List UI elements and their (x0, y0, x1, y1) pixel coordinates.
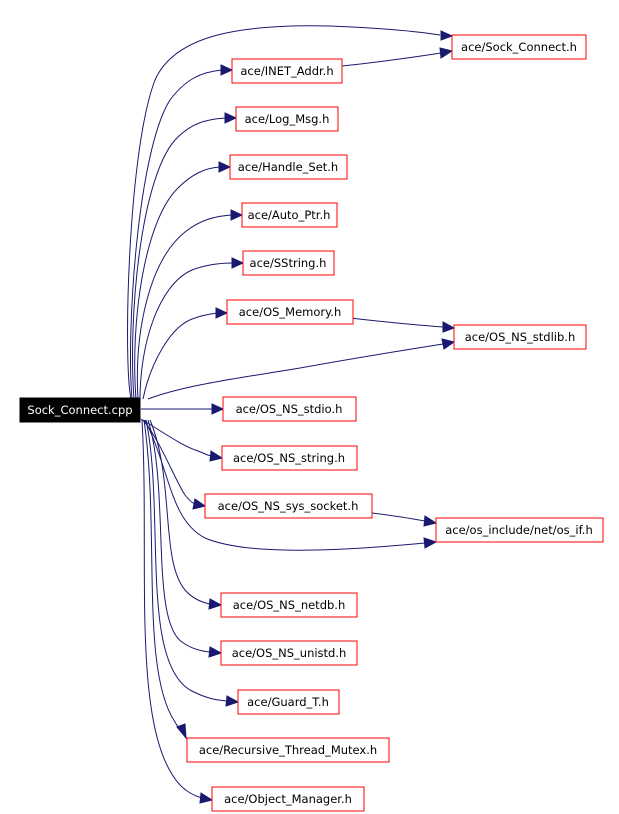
arrowhead (439, 47, 454, 59)
node-label: ace/OS_NS_string.h (233, 451, 345, 465)
edges (127, 25, 456, 804)
arrowhead (225, 695, 240, 707)
root-node[interactable]: Sock_Connect.cpp (19, 397, 141, 423)
node-label: ace/INET_Addr.h (240, 64, 333, 78)
node-sstring-h[interactable]: ace/SString.h (242, 250, 335, 276)
arrowhead (220, 64, 234, 76)
nodes: Sock_Connect.cpp ace/Sock_Connect.h ace/… (19, 34, 604, 812)
edge-root-to-inet-addr (130, 69, 223, 400)
node-os-ns-unistd-h[interactable]: ace/OS_NS_unistd.h (220, 640, 358, 666)
node-os-ns-sys-socket-h[interactable]: ace/OS_NS_sys_socket.h (204, 493, 373, 519)
arrowhead (441, 338, 456, 350)
node-os-if-h[interactable]: ace/os_include/net/os_if.h (435, 517, 604, 543)
arrowhead (224, 112, 238, 124)
edge-root-to-sstring (139, 262, 234, 400)
node-label: ace/OS_NS_unistd.h (232, 646, 347, 660)
edge-root-to-os-ns-stdlib (147, 343, 444, 400)
arrowhead (208, 646, 223, 658)
edge-root-to-sock-connect (127, 25, 441, 400)
node-label: ace/SString.h (250, 256, 327, 270)
node-label: ace/Handle_Set.h (238, 160, 338, 174)
arrowhead (215, 307, 229, 319)
arrowhead (176, 723, 187, 740)
edge-root-to-os-ns-sys-socket (142, 419, 196, 505)
edge-inet-addr-to-sock-connect (341, 52, 442, 67)
node-inet-addr-h[interactable]: ace/INET_Addr.h (231, 58, 343, 84)
node-label: ace/Sock_Connect.h (461, 40, 577, 54)
node-label: ace/os_include/net/os_if.h (445, 523, 593, 537)
node-handle-set-h[interactable]: ace/Handle_Set.h (229, 154, 348, 180)
arrowhead (230, 209, 244, 221)
arrowhead (208, 598, 223, 610)
edge-root-to-auto-ptr (136, 214, 233, 400)
edge-os-ns-sys-socket-to-os-if (371, 512, 426, 522)
arrowhead (209, 450, 224, 462)
node-label: ace/OS_Memory.h (239, 305, 342, 319)
node-object-manager-h[interactable]: ace/Object_Manager.h (211, 786, 365, 812)
arrowhead (442, 321, 456, 333)
node-guard-t-h[interactable]: ace/Guard_T.h (237, 689, 340, 715)
edge-root-to-log-msg (132, 117, 227, 400)
arrowhead (199, 792, 214, 804)
node-os-ns-stdlib-h[interactable]: ace/OS_NS_stdlib.h (453, 324, 587, 350)
node-label: ace/Object_Manager.h (224, 792, 352, 806)
node-os-ns-netdb-h[interactable]: ace/OS_NS_netdb.h (220, 592, 358, 618)
arrowhead (231, 257, 245, 269)
arrowhead (192, 498, 207, 510)
node-label: ace/Log_Msg.h (245, 112, 330, 126)
edge-os-memory-to-os-ns-stdlib (349, 317, 444, 328)
node-label: ace/Auto_Ptr.h (248, 208, 331, 222)
edge-root-to-object-manager (141, 419, 203, 799)
node-os-ns-stdio-h[interactable]: ace/OS_NS_stdio.h (222, 396, 357, 422)
edge-root-to-os-ns-netdb (149, 419, 211, 605)
edge-root-to-os-ns-string (140, 418, 212, 457)
node-auto-ptr-h[interactable]: ace/Auto_Ptr.h (241, 202, 338, 228)
root-node-label: Sock_Connect.cpp (27, 403, 132, 417)
node-label: ace/OS_NS_stdlib.h (465, 330, 576, 344)
node-label: ace/Guard_T.h (247, 695, 329, 709)
node-label: ace/Recursive_Thread_Mutex.h (199, 743, 377, 757)
edge-root-to-handle-set (134, 166, 221, 400)
node-label: ace/OS_NS_sys_socket.h (218, 499, 359, 513)
node-recursive-thread-mutex-h[interactable]: ace/Recursive_Thread_Mutex.h (186, 737, 390, 763)
node-label: ace/OS_NS_stdio.h (236, 402, 343, 416)
node-os-ns-string-h[interactable]: ace/OS_NS_string.h (221, 445, 358, 471)
edge-root-to-os-ns-unistd (147, 419, 211, 653)
node-sock-connect-h[interactable]: ace/Sock_Connect.h (451, 34, 587, 60)
arrowhead (440, 30, 454, 41)
arrowhead (218, 161, 232, 173)
edge-root-to-guard-t (145, 419, 228, 702)
arrowhead (211, 403, 225, 415)
node-os-memory-h[interactable]: ace/OS_Memory.h (226, 299, 354, 325)
edge-root-to-os-memory (142, 312, 218, 400)
arrowhead (423, 537, 438, 549)
node-log-msg-h[interactable]: ace/Log_Msg.h (235, 106, 339, 132)
edge-root-to-os-if (144, 419, 426, 551)
node-label: ace/OS_NS_netdb.h (233, 598, 346, 612)
arrowhead (423, 515, 438, 527)
